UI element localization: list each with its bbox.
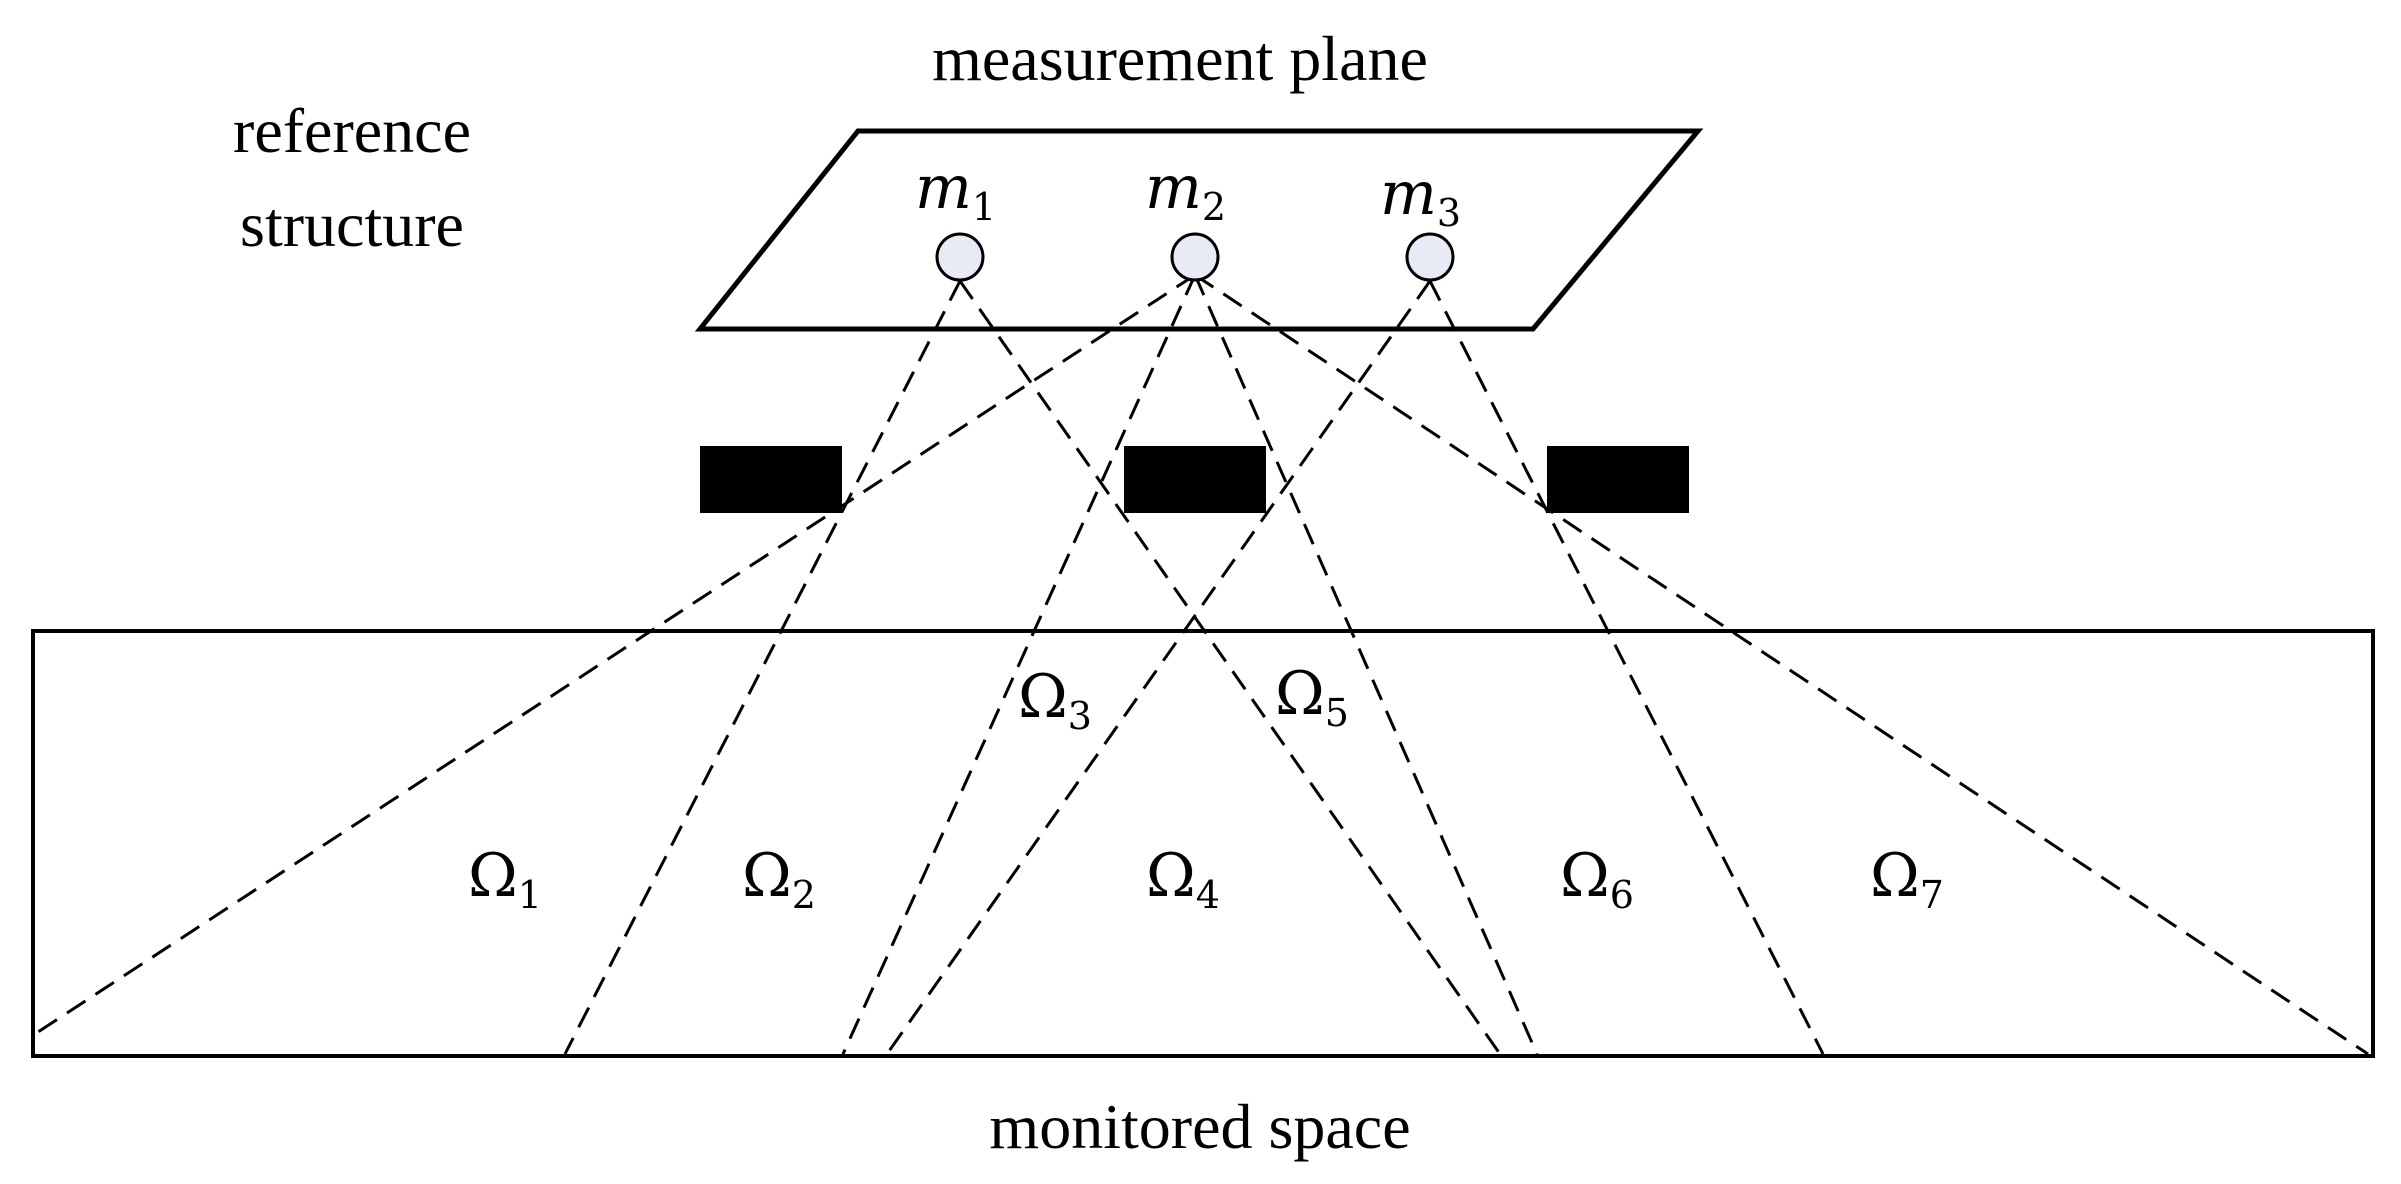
sight-line-m3-right: [1428, 280, 1825, 1055]
measurement-plane-caption: measurement plane: [932, 23, 1428, 94]
region-omega-6-label: Ω6: [1560, 841, 1634, 917]
sight-line-m2-right: [1193, 274, 1539, 1055]
region-omega-4-label: Ω4: [1146, 841, 1220, 917]
sight-line-m3-left: [885, 280, 1432, 1055]
region-omega-5-label: Ω5: [1275, 659, 1349, 735]
sight-line-m1-right: [958, 280, 1502, 1055]
sensor-m2-marker: [1170, 232, 1220, 282]
reference-block-right: [1547, 446, 1689, 513]
region-omega-3-label: Ω3: [1018, 662, 1092, 738]
reference-structure-caption-line2: structure: [240, 189, 464, 260]
sight-line-m1-left: [563, 280, 962, 1055]
monitored-space-box: [31, 629, 2375, 1058]
sensor-m3-marker: [1405, 232, 1455, 282]
reference-block-center: [1124, 446, 1266, 513]
monitored-space-caption: monitored space: [989, 1091, 1410, 1162]
sensor-m1-marker: [935, 232, 985, 282]
sensor-m3-label: m3: [1380, 159, 1461, 235]
region-omega-7-label: Ω7: [1870, 841, 1944, 917]
sight-line-m2-far-right: [1194, 273, 2369, 1056]
sensor-m1-label: m1: [915, 153, 996, 229]
reference-block-left: [700, 446, 842, 513]
sight-line-m2-far-left: [37, 273, 1196, 1034]
reference-structure-caption-line1: reference: [233, 95, 471, 166]
sight-line-m2-left: [841, 274, 1197, 1055]
measurement-plane-shape: [694, 128, 1704, 332]
sensor-m2-label: m2: [1145, 153, 1226, 229]
sight-lines: [37, 273, 2369, 1056]
region-omega-2-label: Ω2: [742, 841, 816, 917]
region-omega-1-label: Ω1: [468, 841, 542, 917]
